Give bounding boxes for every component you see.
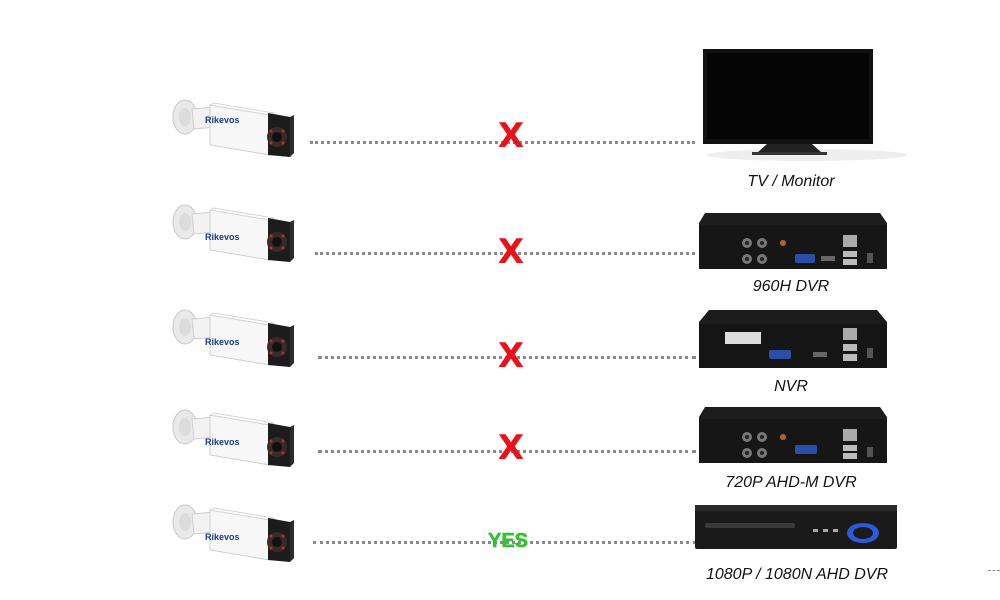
camera-brand: Rikevos (205, 232, 240, 242)
bullet-camera-icon: Rikevos (170, 305, 295, 380)
camera-brand: Rikevos (205, 437, 240, 447)
dvr-icon (695, 407, 890, 467)
device-label-1080p-ahd-dvr: 1080P / 1080N AHD DVR (705, 566, 888, 583)
device-label-960h-dvr: 960H DVR (752, 278, 830, 295)
bullet-camera-icon: Rikevos (170, 500, 295, 575)
nvr-icon (695, 310, 890, 372)
connection-line (318, 356, 696, 359)
camera-brand: Rikevos (205, 115, 240, 125)
incompatible-x-mark: X (497, 336, 525, 376)
ahd-dvr-icon (695, 505, 900, 553)
connection-line (318, 450, 696, 453)
incompatible-x-mark: X (497, 116, 525, 156)
camera-brand: Rikevos (205, 532, 240, 542)
incompatible-x-mark: X (497, 428, 525, 468)
bullet-camera-icon: Rikevos (170, 95, 295, 170)
bullet-camera-icon: Rikevos (170, 405, 295, 480)
device-label-nvr: NVR (774, 378, 808, 395)
incompatible-x-mark: X (497, 232, 525, 272)
dvr-icon (695, 213, 890, 273)
bullet-camera-icon: Rikevos (170, 200, 295, 275)
connection-line (310, 141, 695, 144)
device-label-tv: TV / Monitor (747, 173, 835, 190)
tv-monitor-icon (697, 47, 923, 162)
edge-dash (988, 570, 1000, 571)
connection-line (315, 252, 695, 255)
device-label-720p-ahd-m-dvr: 720P AHD-M DVR (725, 474, 857, 491)
camera-brand: Rikevos (205, 337, 240, 347)
compatible-yes-mark: YES (488, 530, 529, 553)
connection-line (313, 541, 696, 544)
